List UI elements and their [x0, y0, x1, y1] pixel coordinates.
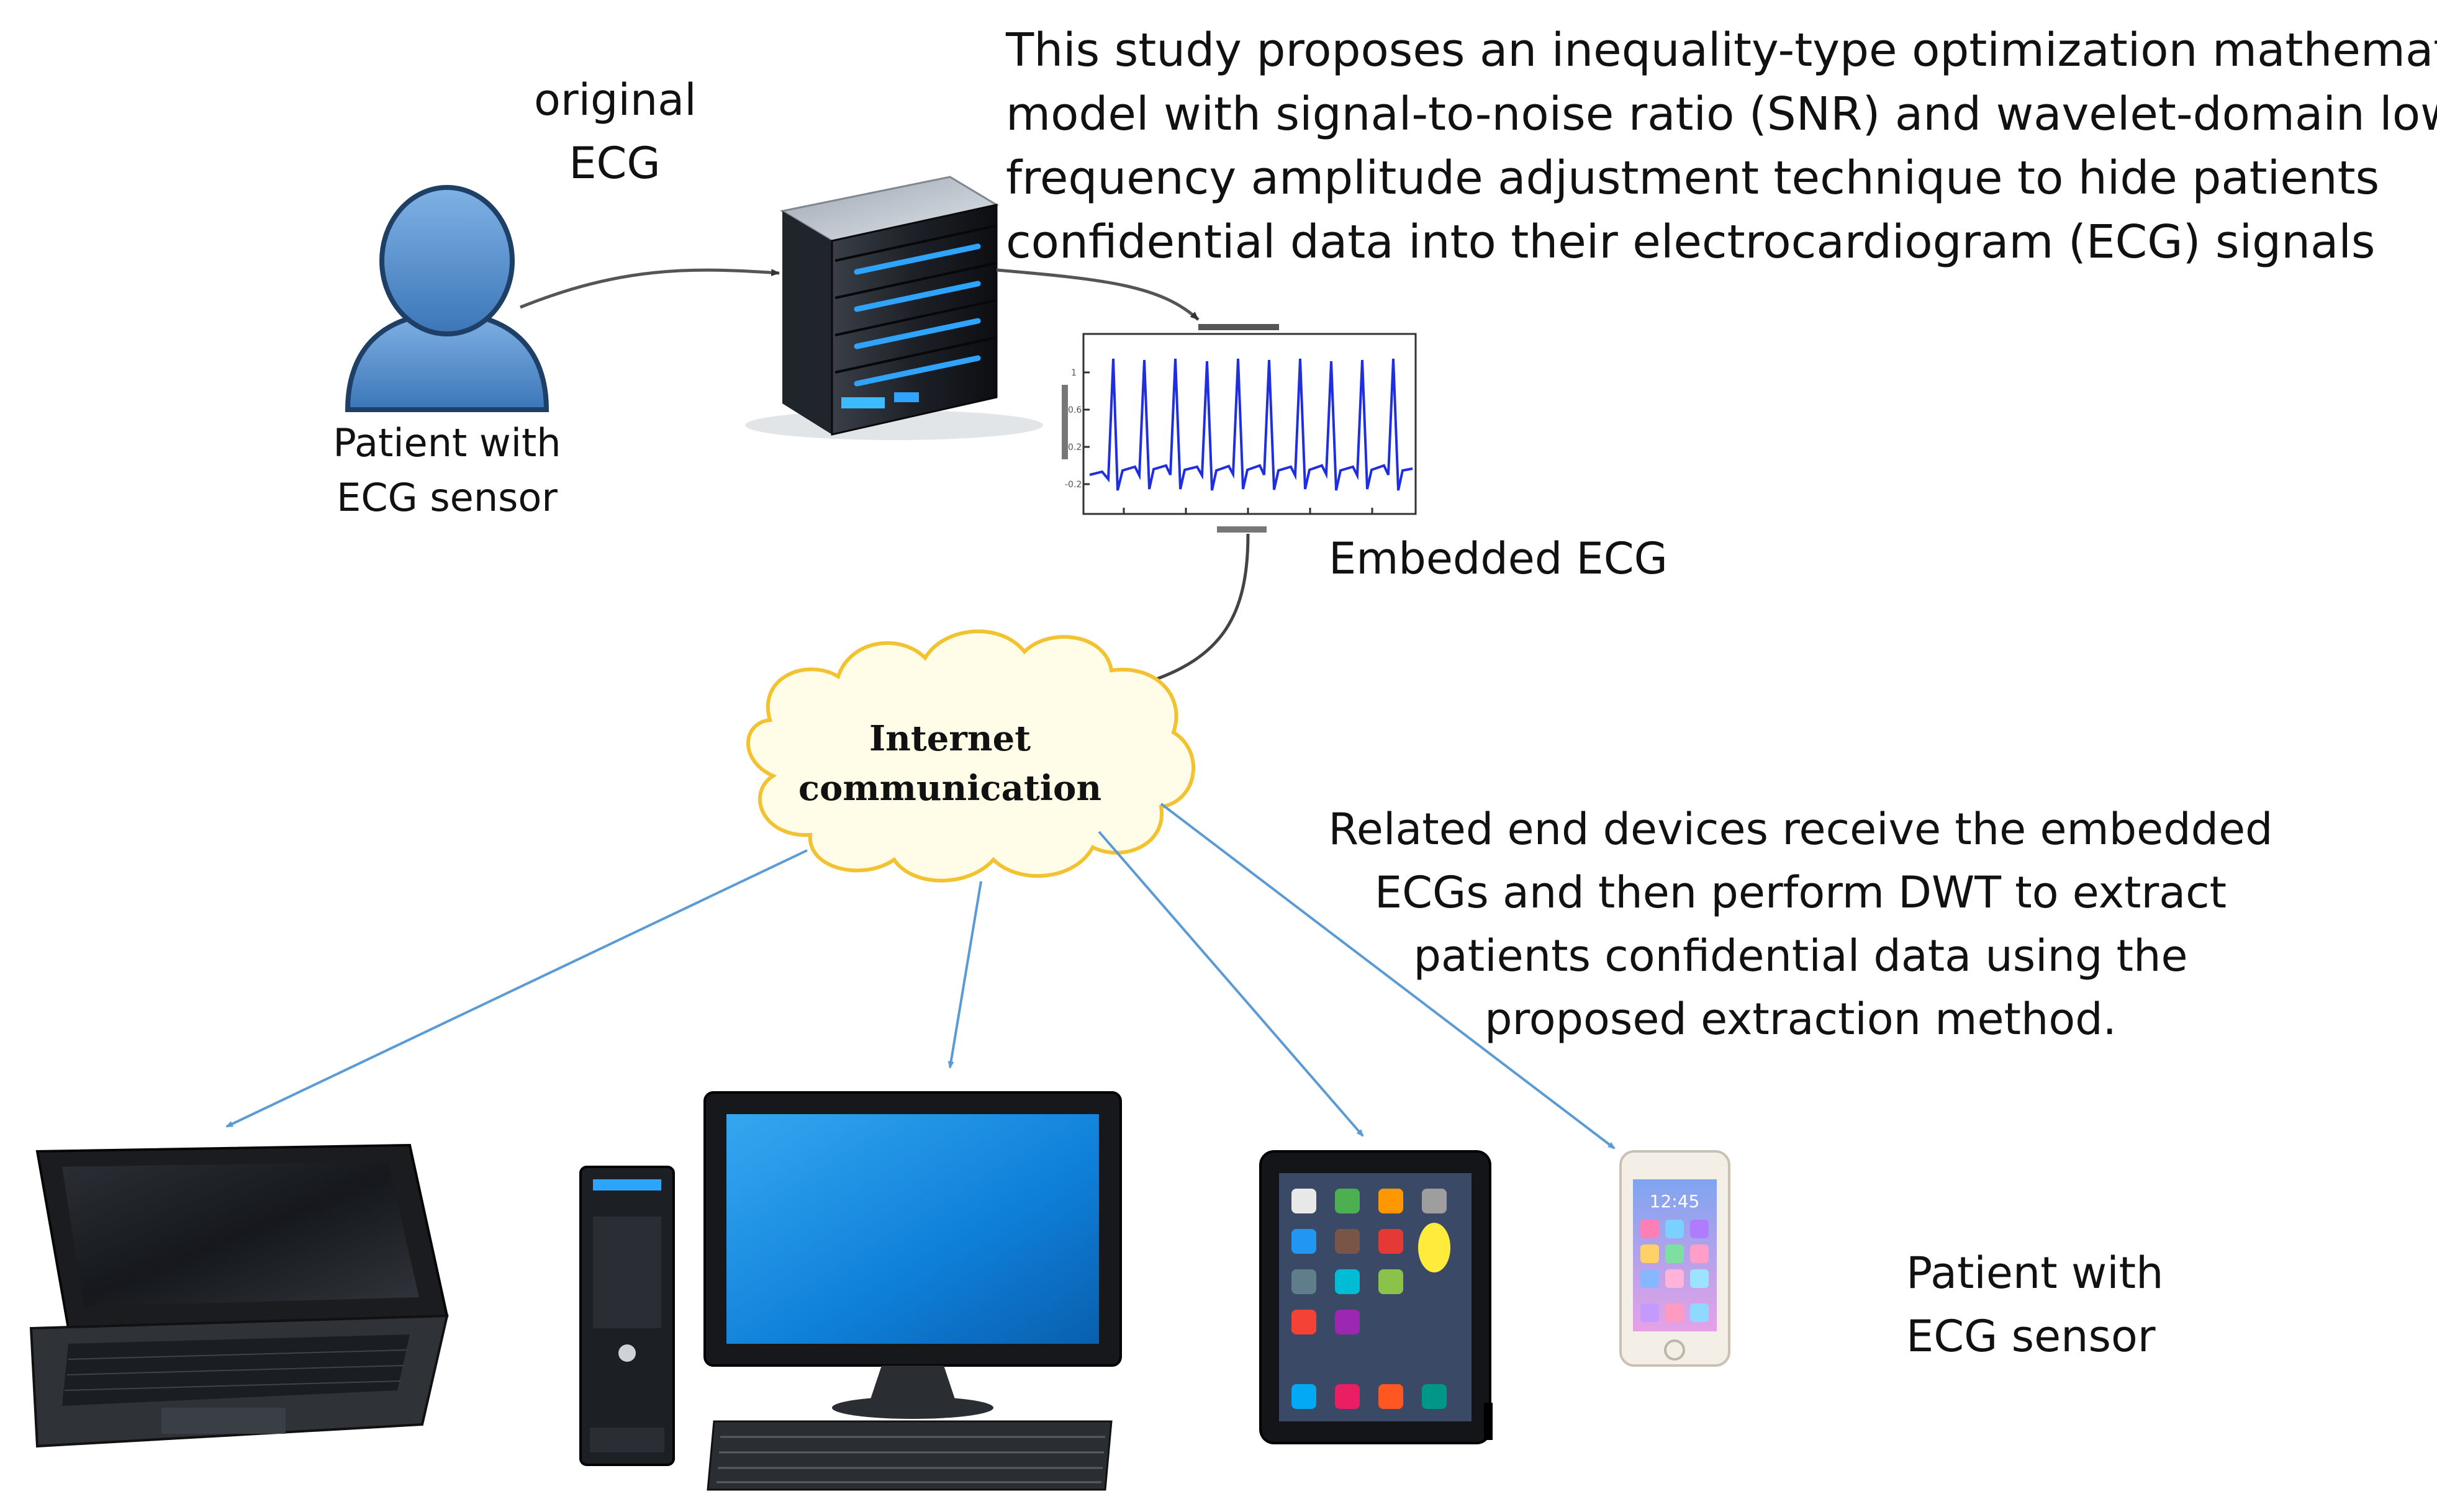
person-icon: [345, 185, 549, 412]
original-ecg-line: original: [534, 74, 697, 125]
arrow-cloud-to-tablet: [1098, 830, 1364, 1137]
original-ecg-label: original ECG: [534, 68, 697, 195]
phone-clock: 12:45: [1650, 1191, 1700, 1212]
svg-text:1: 1: [1071, 368, 1077, 378]
original-ecg-line: ECG: [569, 138, 661, 189]
related-line: patients confidential data using the: [1413, 930, 2188, 981]
patient-label-top: Patient with ECG sensor: [323, 416, 571, 525]
laptop-icon: [29, 1143, 449, 1448]
description-line: frequency amplitude adjustment technique…: [1006, 151, 2380, 205]
arrow-cloud-to-laptop: [225, 849, 808, 1128]
desktop-icon: [579, 1091, 1122, 1491]
related-line: proposed extraction method.: [1485, 994, 2117, 1045]
description-text: This study proposes an inequality-type o…: [1006, 19, 2437, 274]
arrow-cloud-to-desktop: [947, 881, 982, 1069]
ecg-trace: [1089, 358, 1413, 491]
description-line: confidential data into their electrocard…: [1006, 215, 2376, 269]
patient-bottom-line: ECG sensor: [1906, 1311, 2156, 1362]
svg-text:-0.2: -0.2: [1065, 480, 1082, 490]
related-line: ECGs and then perform DWT to extract: [1374, 867, 2227, 918]
tablet-icon: [1259, 1150, 1493, 1444]
patient-top-line: Patient with: [333, 420, 561, 466]
smartphone-icon: 12:45: [1619, 1150, 1730, 1367]
patient-bottom-line: Patient with: [1906, 1248, 2164, 1298]
server-icon: [745, 176, 1043, 440]
ecg-plot-icon: 1 0.6 0.2 -0.2: [1062, 324, 1417, 533]
svg-text:0.6: 0.6: [1068, 405, 1082, 415]
arrow-server-to-ecg: [996, 268, 1200, 321]
patient-label-bottom: Patient with ECG sensor: [1906, 1241, 2164, 1368]
description-line: This study proposes an inequality-type o…: [1006, 24, 2437, 77]
embedded-ecg-label: Embedded ECG: [1329, 533, 1668, 584]
arrow-ecg-to-cloud: [1144, 533, 1250, 685]
description-line: model with signal-to-noise ratio (SNR) a…: [1006, 88, 2437, 141]
patient-top-line: ECG sensor: [337, 475, 558, 520]
internet-communication-label: Internet communication: [764, 714, 1136, 813]
internet-line: Internet: [869, 718, 1031, 759]
arrow-patient-to-server: [520, 268, 780, 309]
related-devices-text: Related end devices receive the embedded…: [1316, 798, 2285, 1051]
internet-line: communication: [798, 768, 1102, 809]
arrow-cloud-to-phone: [1160, 803, 1616, 1150]
svg-text:0.2: 0.2: [1068, 443, 1082, 452]
related-line: Related end devices receive the embedded: [1328, 804, 2273, 855]
